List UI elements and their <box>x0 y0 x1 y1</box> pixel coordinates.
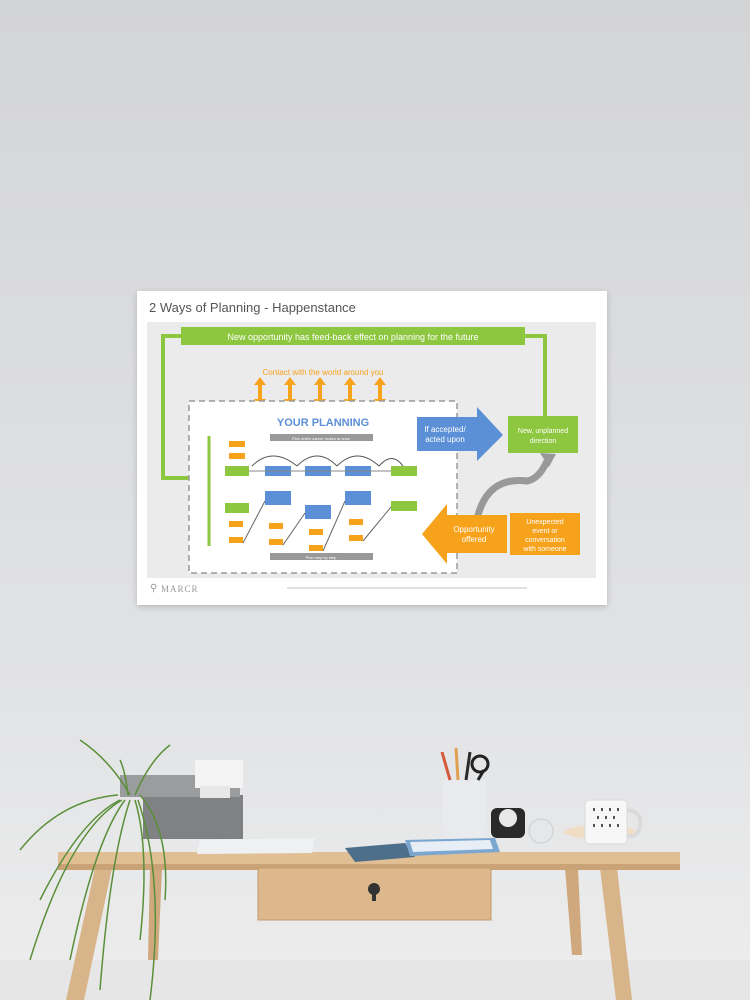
glass-paperweight <box>528 818 554 844</box>
coffee-mug <box>584 799 628 845</box>
lower-flow <box>225 491 417 552</box>
upper-flow <box>225 441 417 476</box>
hanging-plant <box>19 739 171 1000</box>
desk-organizer <box>143 795 243 839</box>
opportunity-curve-arrow <box>473 459 551 520</box>
poster: 2 Ways of Planning - Happenstance New op… <box>137 291 607 605</box>
contact-text: Contact with the world around you <box>263 368 384 377</box>
poster-title: 2 Ways of Planning - Happenstance <box>149 300 356 315</box>
accepted-text-1: If accepted/ <box>424 425 466 434</box>
planning-title: YOUR PLANNING <box>277 417 369 429</box>
plan-top-caption: Plan entire career routes at once <box>292 436 351 441</box>
desk-notebook <box>345 843 415 862</box>
desk-papers <box>197 838 315 854</box>
feedback-loop-line <box>161 334 547 480</box>
opportunity-text-2: offered <box>462 535 487 544</box>
plan-bottom-caption: Plan step by step <box>306 555 337 560</box>
fineprint-line <box>287 587 527 589</box>
opportunity-text-1: Opportunity <box>453 525 494 534</box>
desk-leg-back-right <box>565 868 582 955</box>
planning-diagram: New opportunity has feed-back effect on … <box>161 327 580 574</box>
unexpected-text-1: Unexpected <box>526 519 563 526</box>
new-direction-text-1: New, unplanned <box>518 428 568 435</box>
new-direction-box <box>508 416 578 453</box>
accepted-arrow <box>417 407 503 461</box>
unexpected-text-3: conversation <box>525 537 565 544</box>
new-direction-text-2: direction <box>530 438 557 445</box>
unexpected-text-2: event or <box>532 528 558 535</box>
unexpected-text-4: with someone <box>522 546 566 553</box>
logo-icon: ⚲ <box>150 583 158 594</box>
desk-leg-right <box>600 868 632 1000</box>
poster-logo: MARCR <box>161 584 199 594</box>
accepted-text-2: acted upon <box>425 435 465 444</box>
feedback-banner <box>181 327 525 345</box>
pencil-cup <box>443 780 487 838</box>
feedback-banner-text: New opportunity has feed-back effect on … <box>228 332 479 342</box>
unexpected-box <box>510 513 580 555</box>
opportunity-arrow <box>422 504 507 564</box>
desk-leg-left <box>66 868 112 1000</box>
planning-box <box>188 400 458 574</box>
